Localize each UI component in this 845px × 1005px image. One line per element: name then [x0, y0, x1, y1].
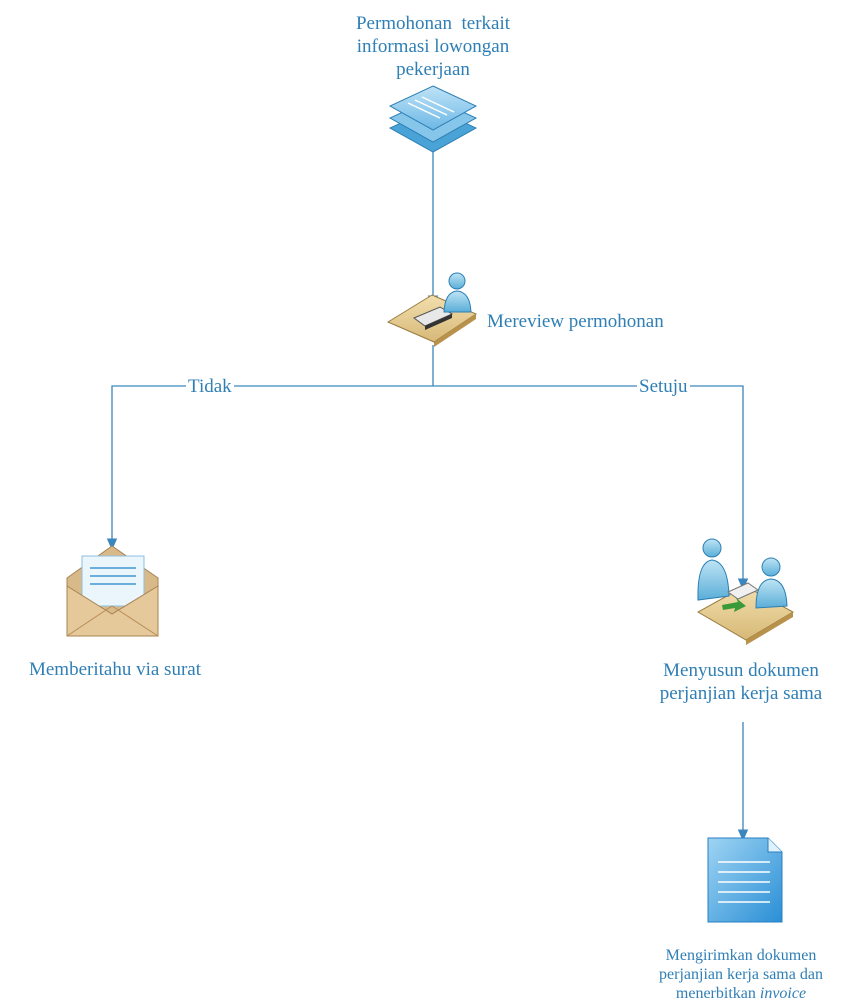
edge-label-yes: Setuju [637, 375, 690, 398]
send-label-line3-prefix: menerbitkan [675, 985, 760, 1002]
request-label-line2: informasi lowongan [356, 36, 510, 57]
request-label-line1: Permohonan terkait [355, 13, 511, 34]
draft-label-line2: perjanjian kerja sama [659, 683, 823, 704]
send-label-line1: Mengirimkan dokumen [665, 947, 817, 964]
notify-node-label: Memberitahu via surat [28, 659, 201, 680]
send-label-line2: perjanjian kerja sama dan [659, 966, 823, 983]
meeting-handshake-icon [696, 538, 795, 645]
person-at-desk-icon [386, 272, 478, 347]
document-icon [707, 837, 783, 923]
send-node-label: Mengirimkan dokumen perjanjian kerja sam… [638, 946, 844, 1003]
draft-node-label: Menyusun dokumen perjanjian kerja sama [638, 659, 844, 705]
edge-no [106, 385, 433, 551]
send-label-line3-italic: invoice [759, 985, 807, 1002]
envelope-letter-icon [66, 545, 159, 637]
edge-label-no: Tidak [186, 375, 234, 398]
request-node-label: Permohonan terkait informasi lowongan pe… [300, 12, 566, 81]
edge-yes [433, 385, 749, 591]
document-stack-icon [388, 85, 478, 153]
connectors [106, 150, 749, 842]
review-node-label: Mereview permohonan [487, 311, 664, 332]
send-label-line3: menerbitkan invoice [638, 984, 844, 1003]
draft-label-line1: Menyusun dokumen [663, 660, 819, 681]
request-label-line3: pekerjaan [396, 59, 470, 80]
